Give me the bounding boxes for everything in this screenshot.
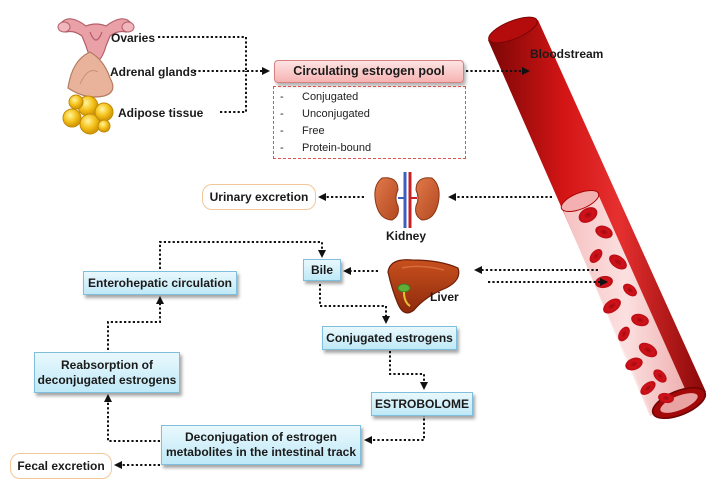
reabsorption-box: Reabsorption of deconjugated estrogens: [34, 352, 180, 393]
connector-lines: [104, 36, 608, 469]
estrogen-forms-list: -Conjugated -Unconjugated -Free -Protein…: [273, 86, 466, 159]
label-adrenal-glands: Adrenal glands: [110, 65, 197, 79]
adrenal-gland-icon: [67, 51, 114, 98]
kidney-icon: [374, 172, 440, 228]
deconjugation-box: Deconjugation of estrogen metabolites in…: [161, 425, 361, 465]
list-item: -Unconjugated: [280, 108, 370, 120]
label-ovaries: Ovaries: [111, 31, 156, 45]
adipose-cells-icon: [62, 94, 114, 135]
list-item: -Conjugated: [280, 91, 359, 103]
red-blood-cell-icon: [578, 207, 674, 404]
fecal-excretion-box: Fecal excretion: [10, 453, 112, 479]
label-liver: Liver: [430, 290, 459, 304]
estrobolome-box: ESTROBOLOME: [371, 392, 473, 416]
uterus-icon: [57, 18, 135, 63]
bile-box: Bile: [303, 259, 341, 281]
urinary-excretion-box: Urinary excretion: [202, 184, 316, 210]
label-adipose-tissue: Adipose tissue: [118, 106, 204, 120]
label-bloodstream: Bloodstream: [530, 47, 604, 61]
list-item: -Protein-bound: [280, 142, 372, 154]
label-kidney: Kidney: [386, 229, 427, 243]
enterohepatic-circulation-box: Enterohepatic circulation: [83, 271, 237, 295]
circulating-estrogen-pool-box: Circulating estrogen pool: [274, 60, 464, 83]
liver-icon: [387, 259, 460, 314]
blood-vessel-icon: [488, 16, 707, 420]
list-item: -Free: [280, 125, 325, 137]
conjugated-estrogens-box: Conjugated estrogens: [322, 326, 457, 350]
